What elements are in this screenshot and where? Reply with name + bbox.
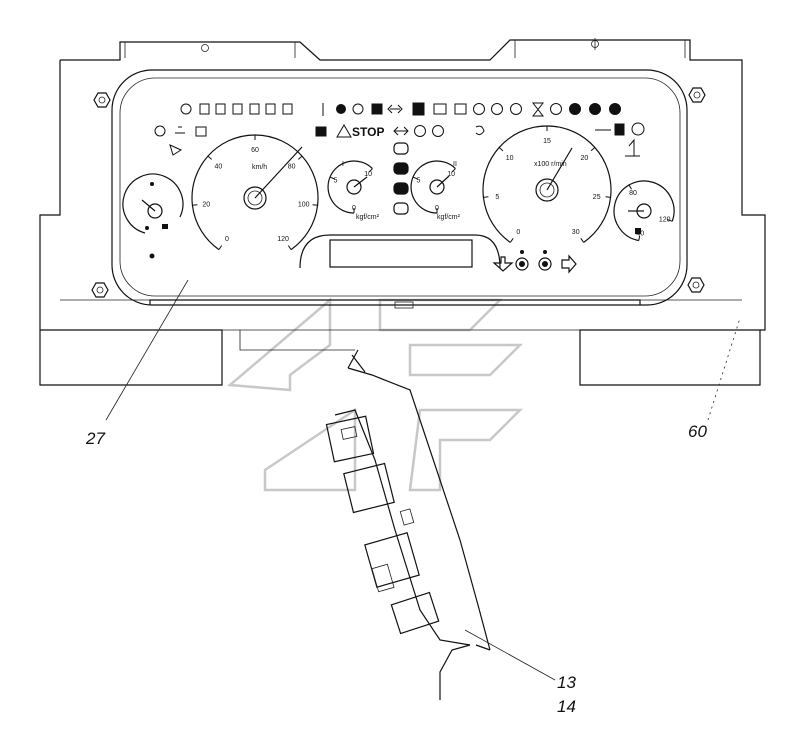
hex-nut-bottom-right	[687, 277, 705, 293]
pressure-gauge-2-tick-mark	[451, 168, 456, 173]
temperature-gauge-tick-label: 80	[629, 190, 637, 197]
speedometer-tick-label: 60	[251, 147, 259, 154]
tachometer-tick-mark	[509, 238, 514, 243]
hex-nut-top-left	[93, 92, 111, 108]
temperature-gauge: 40 80 120	[613, 180, 675, 242]
tachometer-tick-mark	[590, 147, 596, 152]
panel-housing	[111, 69, 688, 309]
pressure-gauge-1-unit: kgf/cm²	[356, 214, 380, 221]
temperature-gauge-tick-mark	[638, 235, 641, 241]
temperature-gauge-tick-label: 40	[636, 231, 644, 238]
temperature-gauge-tick-mark	[667, 219, 673, 222]
temperature-gauge-tick-label: 120	[659, 217, 671, 224]
tachometer-unit: x100 r/min	[534, 161, 567, 168]
hex-nut-top-right	[688, 87, 706, 103]
tachometer-tick-label: 10	[506, 155, 514, 162]
speedometer-tick-label: 100	[298, 202, 310, 209]
speedometer-tick-label: 120	[277, 236, 289, 243]
warning-lamp-row: STOP	[154, 102, 645, 157]
tachometer-tick-mark	[483, 196, 489, 198]
fuel-gauge	[122, 173, 184, 259]
tachometer-tick-mark	[580, 238, 585, 243]
turn-indicator-row	[492, 250, 577, 274]
callout-27: 27	[85, 429, 105, 448]
switch-block	[325, 349, 491, 700]
tachometer-tick-label: 30	[572, 229, 580, 236]
pressure-gauge-2-roman: II	[453, 161, 457, 168]
tachometer-gauge: 0 5 10 15 20 25 30 x100 r/min	[482, 125, 612, 243]
tachometer-tick-label: 25	[593, 194, 601, 201]
tachometer-tick-label: 20	[581, 155, 589, 162]
speedometer-unit: km/h	[252, 164, 267, 171]
callout-60: 60	[688, 422, 707, 441]
pressure-gauge-1-tick-mark	[368, 168, 373, 173]
lamp-icons-second	[154, 122, 645, 157]
speedometer-tick-mark	[312, 204, 318, 206]
pressure-gauge-1-roman: I	[342, 161, 344, 168]
speedometer-tick-mark	[218, 245, 223, 250]
tachometer-needle	[546, 147, 573, 191]
center-indicator-column	[393, 142, 409, 215]
leader-lines	[105, 279, 741, 681]
stop-lamp-label: STOP	[352, 125, 384, 139]
speedometer-tick-mark	[287, 245, 292, 250]
tachometer-tick-label: 5	[495, 194, 499, 201]
tachometer-tick-label: 0	[516, 229, 520, 236]
tachometer-tick-mark	[498, 147, 504, 152]
tachometer-tick-mark	[605, 196, 611, 198]
hex-nut-bottom-left	[91, 282, 109, 298]
speedometer-tick-mark	[207, 155, 213, 160]
pressure-gauge-2-tick-label: 10	[447, 171, 455, 178]
speedometer-tick-label: 20	[202, 202, 210, 209]
speedometer-tick-mark	[297, 155, 303, 160]
speedometer-tick-label: 40	[215, 163, 223, 170]
pressure-gauge-1-tick-label: 10	[364, 171, 372, 178]
odometer-display	[299, 234, 501, 269]
speedometer-needle	[254, 146, 303, 199]
callout-14: 14	[557, 697, 576, 716]
pressure-gauge-1-tick-label: 5	[334, 177, 338, 184]
tachometer-tick-label: 15	[543, 138, 551, 145]
callout-13: 13	[557, 673, 576, 692]
pressure-gauge-2-tick-label: 5	[417, 177, 421, 184]
speedometer-tick-label: 80	[288, 163, 296, 170]
lamp-icons-top	[180, 102, 621, 117]
speedometer-tick-mark	[192, 204, 198, 206]
pressure-gauge-2-unit: kgf/cm²	[437, 214, 461, 221]
speedometer-tick-label: 0	[225, 236, 229, 243]
speedometer-gauge: 0 20 40 60 80 100 120 km/h	[191, 134, 319, 251]
temperature-gauge-tick-mark	[628, 184, 632, 190]
pressure-gauge-2-tick-mark	[412, 176, 418, 180]
mounting-frame	[39, 38, 766, 386]
pressure-gauge-1-tick-mark	[329, 176, 335, 180]
